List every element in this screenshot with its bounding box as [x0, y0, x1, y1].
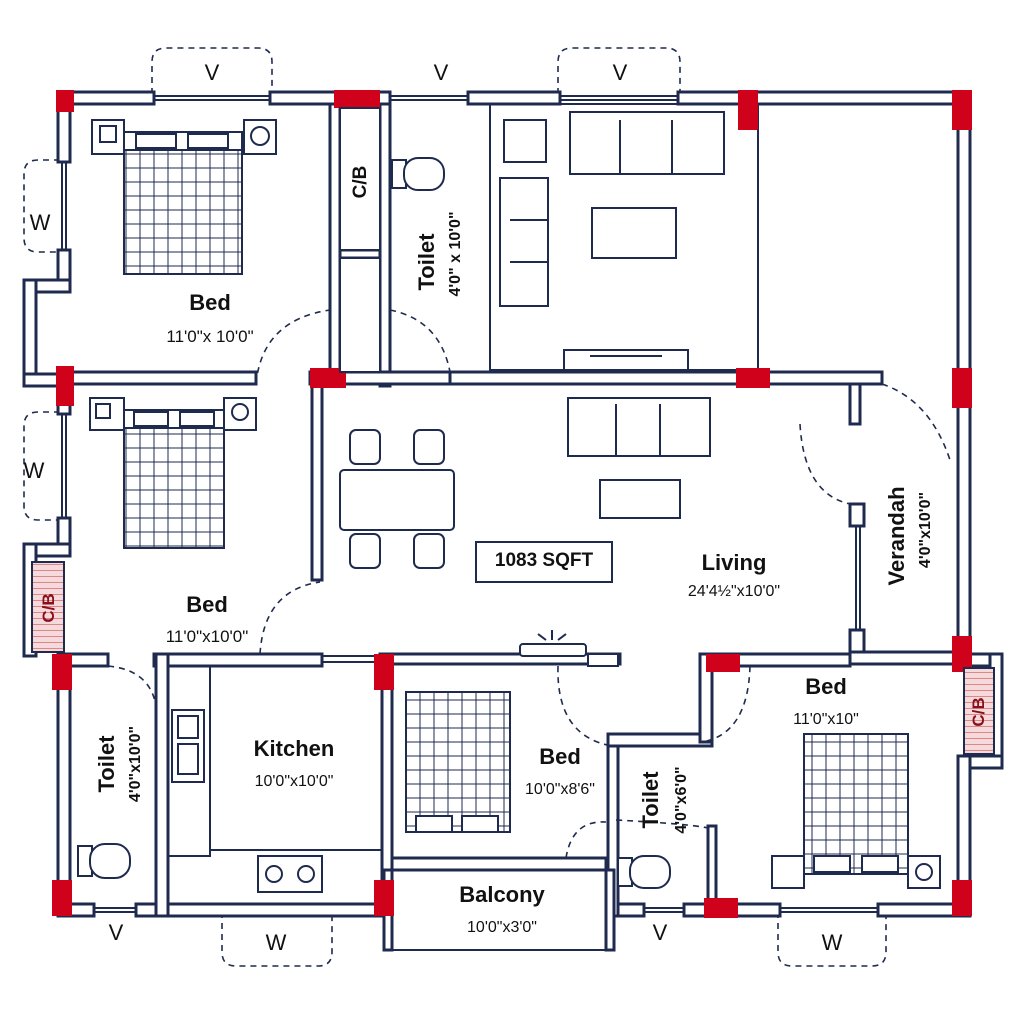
bed-4-size: 11'0"x10" — [793, 711, 859, 728]
bed-1-name: Bed — [189, 290, 231, 315]
opening-bottom-1: V — [109, 920, 124, 945]
area-label: 1083 SQFT — [495, 550, 594, 571]
verandah-size: 4'0"x10'0" — [917, 492, 934, 568]
bed-1-furniture — [91, 119, 277, 275]
toilet-3-size: 4'0"x6'0" — [673, 766, 690, 833]
living-name: Living — [702, 550, 767, 575]
toilet-1-size: 4'0" x 10'0" — [447, 211, 464, 296]
window-bays — [23, 47, 887, 967]
bed-1-size: 11'0"x 10'0" — [166, 327, 253, 346]
balcony-name: Balcony — [459, 882, 545, 907]
bed-3-name: Bed — [539, 744, 581, 769]
bed-2-furniture — [89, 397, 257, 549]
bed-4-name: Bed — [805, 674, 847, 699]
bed-2-size: 11'0"x10'0" — [166, 627, 249, 646]
toilet-2-name: Toilet — [94, 735, 119, 793]
opening-left-2: W — [24, 458, 45, 483]
bed-2-name: Bed — [186, 592, 228, 617]
opening-top-1: V — [205, 60, 220, 85]
opening-top-2: V — [434, 60, 449, 85]
toilet-3-name: Toilet — [638, 771, 663, 829]
kitchen-size: 10'0"x10'0" — [255, 773, 334, 790]
bed-3-furniture — [405, 691, 511, 833]
living-size: 24'4½"x10'0" — [688, 583, 780, 600]
opening-bottom-3: V — [653, 920, 668, 945]
cupboard-label-2: C/B — [39, 593, 58, 622]
cupboards — [31, 107, 995, 755]
opening-bottom-2: W — [266, 930, 287, 955]
kitchen-fixtures — [167, 665, 382, 893]
bed-3-size: 10'0"x8'6" — [525, 781, 595, 798]
columns — [52, 90, 972, 918]
cupboard-label-1: C/B — [350, 166, 371, 199]
upper-room-furniture — [499, 111, 725, 371]
balcony-size: 10'0"x3'0" — [467, 919, 537, 936]
door-swings — [107, 309, 951, 859]
living-furniture — [339, 397, 711, 667]
opening-top-3: V — [613, 60, 628, 85]
opening-bottom-4: W — [822, 930, 843, 955]
toilet-fixtures — [77, 157, 671, 889]
toilet-1-name: Toilet — [414, 233, 439, 291]
kitchen-name: Kitchen — [254, 736, 335, 761]
opening-left-1: W — [30, 210, 51, 235]
cupboard-label-3: C/B — [969, 697, 988, 726]
room-labels: 1083 SQFT Bed 11'0"x 10'0" Bed 11'0"x10'… — [24, 60, 988, 955]
bed-4-furniture — [771, 733, 941, 889]
verandah-name: Verandah — [884, 486, 909, 585]
toilet-2-size: 4'0"x10'0" — [127, 726, 144, 802]
